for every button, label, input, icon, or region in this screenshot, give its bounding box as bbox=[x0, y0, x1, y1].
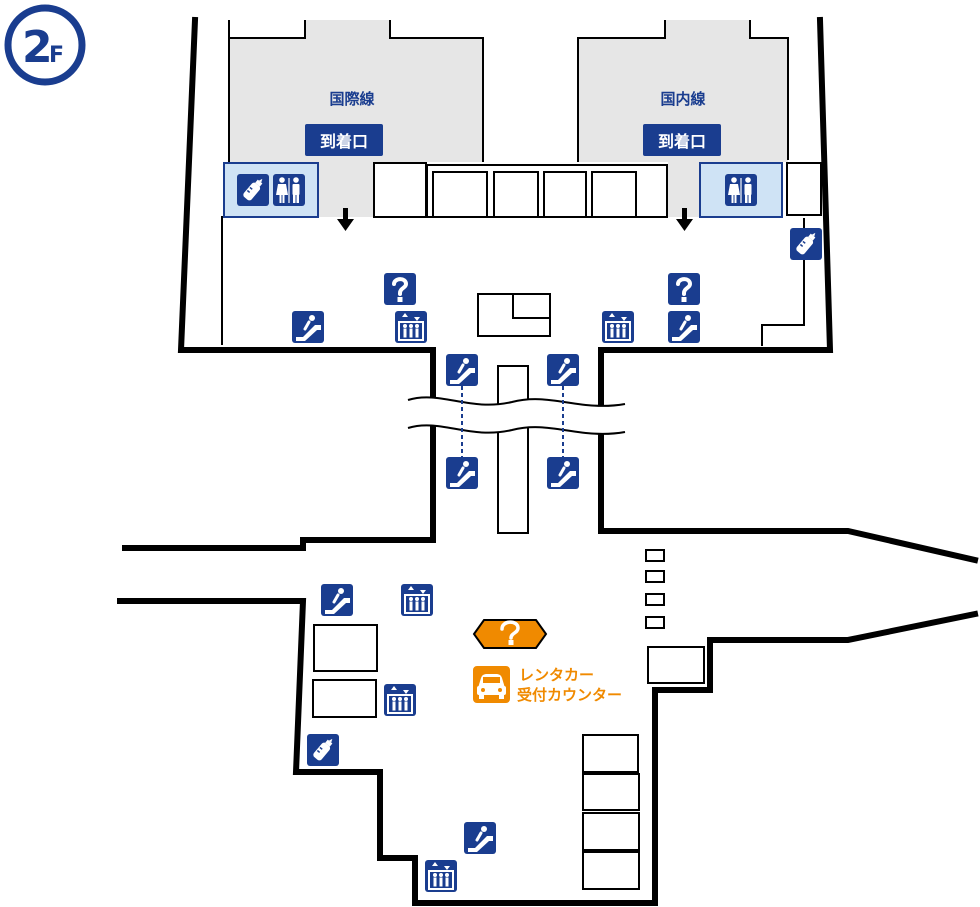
escalator-icon[interactable] bbox=[319, 582, 355, 618]
floor-badge: 2 F bbox=[4, 4, 86, 86]
baby-bottle-icon[interactable] bbox=[236, 173, 270, 207]
information-icon[interactable] bbox=[666, 271, 702, 307]
international-label: 国際線 bbox=[329, 90, 374, 108]
rental-car-info-counter[interactable] bbox=[472, 619, 548, 649]
escalator-icon[interactable] bbox=[666, 309, 702, 345]
escalator-icon[interactable] bbox=[462, 820, 498, 856]
walkway-strip bbox=[497, 365, 529, 534]
elevator-icon[interactable] bbox=[394, 310, 428, 344]
rental-car-label-line1: レンタカー bbox=[519, 666, 594, 684]
domestic-arrival-area bbox=[578, 20, 788, 217]
shop-blocks-top bbox=[373, 162, 822, 218]
international-arrival-sign: 到着口 bbox=[305, 124, 383, 156]
escalator-icon[interactable] bbox=[545, 455, 581, 491]
domestic-arrival-sign: 到着口 bbox=[643, 124, 721, 156]
baby-bottle-icon[interactable] bbox=[789, 227, 823, 261]
domestic-label: 国内線 bbox=[660, 90, 705, 108]
elevator-icon[interactable] bbox=[383, 683, 417, 717]
car-icon bbox=[473, 666, 510, 703]
restroom-icon[interactable] bbox=[272, 173, 306, 207]
information-icon[interactable] bbox=[382, 271, 418, 307]
elevator-icon[interactable] bbox=[400, 583, 434, 617]
svg-text:到着口: 到着口 bbox=[320, 132, 368, 151]
svg-text:到着口: 到着口 bbox=[658, 132, 706, 151]
escalator-icon[interactable] bbox=[444, 352, 480, 388]
elevator-icon[interactable] bbox=[601, 310, 635, 344]
map-break bbox=[407, 396, 626, 435]
escalator-icon[interactable] bbox=[545, 352, 581, 388]
rental-car-label-line2: 受付カウンター bbox=[517, 686, 622, 704]
shop-blocks-bottom bbox=[312, 549, 705, 890]
restroom-icon[interactable] bbox=[724, 173, 758, 207]
baby-bottle-icon[interactable] bbox=[306, 733, 340, 767]
escalator-icon[interactable] bbox=[444, 455, 480, 491]
floor-suffix: F bbox=[49, 43, 64, 68]
arrow-down-icon bbox=[676, 208, 693, 231]
floor-number: 2 bbox=[22, 22, 53, 73]
arrow-down-icon bbox=[337, 208, 354, 231]
international-arrival-area bbox=[229, 20, 483, 217]
escalator-icon[interactable] bbox=[290, 309, 326, 345]
elevator-icon[interactable] bbox=[424, 859, 458, 893]
